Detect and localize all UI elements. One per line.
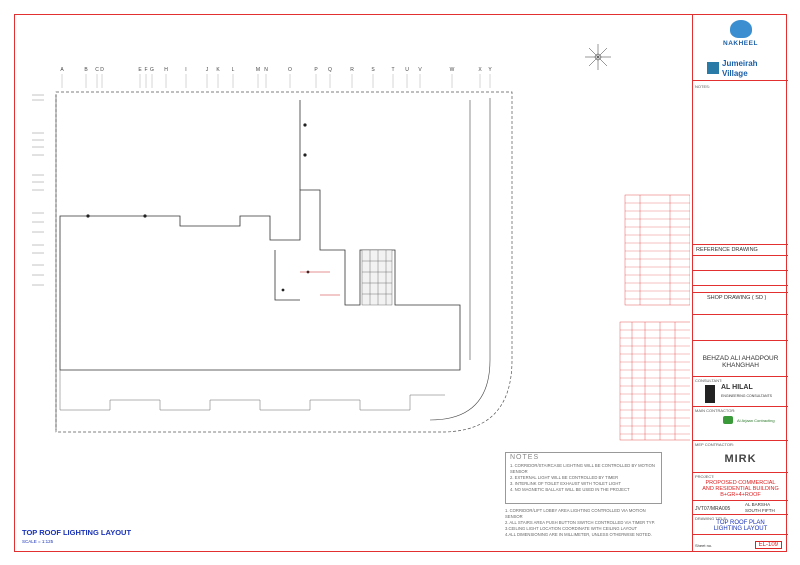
reference-drawing: REFERENCE DRAWING	[693, 245, 788, 256]
notes-box: NOTES 1. CORRIDOR/STAIRCASE LIGHTING WIL…	[505, 452, 662, 504]
grid-column-label: U	[405, 67, 409, 73]
drawing-scale: SCALE = 1:125	[22, 539, 54, 544]
contractor-logo	[723, 416, 733, 424]
grid-column-label: F	[144, 67, 147, 73]
jumeirah-village-logo: Jumeirah Village	[707, 58, 777, 80]
grid-column-label: I	[185, 67, 186, 73]
grid-column-label: K	[216, 67, 220, 73]
grid-column-label: S	[371, 67, 375, 73]
nakheel-logo	[729, 20, 752, 38]
notes-label: NOTES:	[695, 84, 710, 89]
drawing-number: EL-109	[754, 541, 782, 549]
grid-column-label: V	[418, 67, 422, 73]
title-block: NAKHEEL Jumeirah Village NOTES: REFERENC…	[692, 14, 788, 552]
grid-column-label: M	[256, 67, 260, 73]
client-name-2: KHANGHAH	[722, 362, 759, 369]
grid-column-label: L	[232, 67, 235, 73]
bottom-notes: 1. CORRIDOR/LIFT LOBBY AREA LIGHTING CON…	[505, 508, 656, 537]
grid-column-label: E	[138, 67, 142, 73]
grid-column-label: Y	[488, 67, 492, 73]
grid-column-label: D	[100, 67, 104, 73]
grid-column-label: T	[391, 67, 394, 73]
grid-column-label: G	[150, 67, 154, 73]
grid-column-label: W	[450, 67, 455, 73]
grid-column-label: C	[95, 67, 99, 73]
grid-column-label: P	[314, 67, 318, 73]
drawing-border	[14, 14, 787, 552]
grid-column-label: Q	[328, 67, 332, 73]
plot-no: JVT07/MRA005	[695, 506, 731, 512]
mep-contractor: MIRK	[724, 453, 757, 465]
alhilal-logo	[705, 385, 715, 403]
grid-column-label: A	[60, 67, 64, 73]
grid-column-label: N	[264, 67, 268, 73]
grid-column-label: H	[164, 67, 168, 73]
notes-heading: NOTES	[510, 454, 540, 461]
main-contractor: Al Arjaan Contracting	[737, 418, 775, 423]
consultant-name: AL HILAL	[721, 384, 753, 391]
client-name-1: BEHZAD ALI AHADPOUR	[702, 355, 779, 362]
client-brand: NAKHEEL	[723, 40, 758, 47]
grid-column-label: B	[84, 67, 88, 73]
drawing-title: TOP ROOF LIGHTING LAYOUT	[22, 528, 132, 537]
shop-drawing: SHOP DRAWING ( SD )	[707, 295, 767, 301]
grid-column-label: O	[288, 67, 292, 73]
grid-column-label: X	[478, 67, 482, 73]
grid-column-label: R	[350, 67, 354, 73]
grid-column-label: J	[206, 67, 209, 73]
